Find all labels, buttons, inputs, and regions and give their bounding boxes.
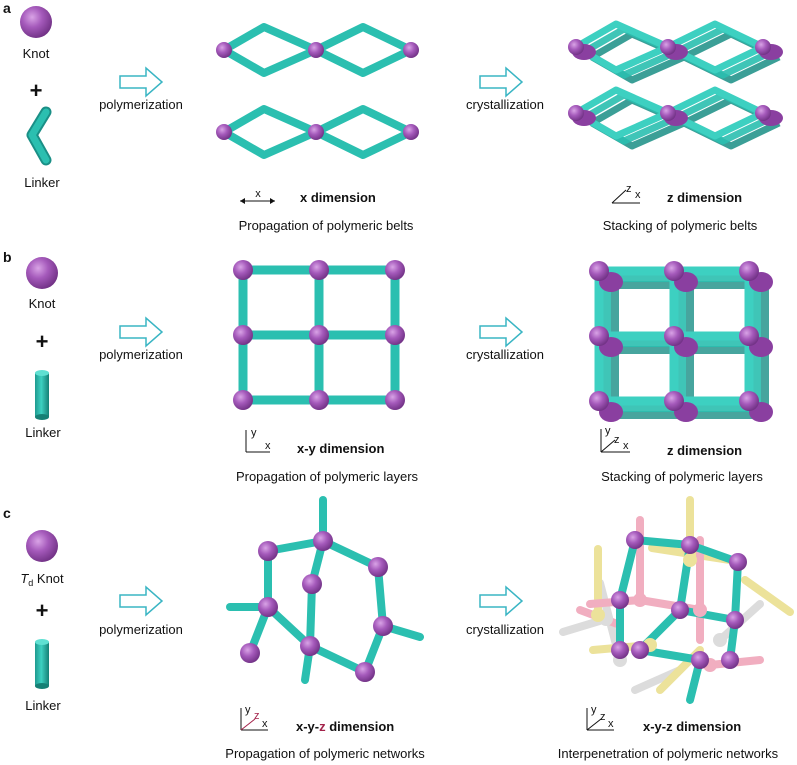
- knot-sphere: [26, 257, 58, 289]
- polymerization-arrow: [119, 585, 164, 617]
- polymeric-network: [226, 496, 424, 684]
- zx-axis-indicator: [611, 189, 640, 204]
- crystallization-arrow: [479, 66, 524, 98]
- right-caption: Stacking of polymeric belts: [603, 218, 758, 233]
- knot-label: Knot: [23, 46, 50, 61]
- linker-label: Linker: [24, 175, 60, 190]
- crystallization-label: crystallization: [466, 622, 544, 637]
- crystallization-label: crystallization: [466, 347, 544, 362]
- z-dimension-label: z dimension: [667, 443, 742, 458]
- crystallization-label: crystallization: [466, 97, 544, 112]
- right-caption: Stacking of polymeric layers: [601, 469, 763, 484]
- axis-x-label: x: [255, 188, 261, 200]
- polymerization-arrow: [119, 316, 164, 348]
- axis-x-label: x: [265, 440, 271, 452]
- knot-sphere: [20, 6, 52, 38]
- axis-z-label: z: [614, 434, 620, 446]
- z-dimension-label: z dimension: [667, 190, 742, 205]
- linker-label: Linker: [25, 425, 61, 440]
- polymerization-label: polymerization: [99, 622, 183, 637]
- linker-label: Linker: [25, 698, 61, 713]
- axis-z-label: z: [626, 183, 632, 195]
- axis-x-label: x: [623, 440, 629, 452]
- polymerization-arrow: [119, 66, 164, 98]
- axis-y-label: y: [591, 704, 597, 716]
- mid-caption: Propagation of polymeric belts: [239, 218, 414, 233]
- xyz-axis-indicator: [586, 708, 614, 731]
- interpenetrated-networks: [559, 496, 794, 704]
- polymeric-belts: [216, 23, 419, 159]
- stacked-belts: [568, 20, 783, 150]
- x-dimension-label: x dimension: [300, 190, 376, 205]
- mid-caption: Propagation of polymeric networks: [225, 746, 425, 761]
- stacked-layers: [589, 261, 773, 422]
- panel-letter-b: b: [3, 249, 12, 265]
- mid-caption: Propagation of polymeric layers: [236, 469, 419, 484]
- axis-x-label: x: [635, 189, 641, 201]
- panel-a: a Knot + Linker polymerization: [3, 0, 783, 233]
- right-caption: Interpenetration of polymeric networks: [558, 746, 779, 761]
- td-knot-sphere: [26, 530, 58, 562]
- straight-linker: [35, 370, 49, 420]
- panel-b: b Knot + Linker polymerization: [3, 249, 773, 484]
- xy-dimension-label: x-y dimension: [297, 441, 384, 456]
- axis-y-label: y: [245, 704, 251, 716]
- panel-c: c Td Knot + Linker polymerization: [3, 496, 794, 761]
- xyz-axis-indicator: [240, 708, 268, 731]
- crystallization-arrow: [479, 316, 524, 348]
- plus-sign: +: [30, 78, 43, 103]
- panel-letter-a: a: [3, 0, 11, 16]
- xyz-dimension-label: x-y-z dimension: [296, 719, 394, 734]
- plus-sign: +: [36, 329, 49, 354]
- knot-label: Knot: [29, 296, 56, 311]
- xyz-axis-indicator: [600, 429, 630, 453]
- axis-z-label: z: [600, 711, 606, 723]
- polymerization-label: polymerization: [99, 97, 183, 112]
- axis-y-label: y: [251, 427, 257, 439]
- polymeric-layer-grid: [233, 260, 405, 410]
- axis-x-label: x: [608, 718, 614, 730]
- td-knot-label: Td Knot: [20, 571, 64, 588]
- xy-axis-indicator: [245, 430, 270, 453]
- bent-linker: [26, 106, 52, 166]
- polymerization-label: polymerization: [99, 347, 183, 362]
- straight-linker: [35, 639, 49, 689]
- xyz-dimension-label: x-y-z dimension: [643, 719, 741, 734]
- x-axis-indicator: [240, 198, 275, 204]
- crystallization-arrow: [479, 585, 524, 617]
- axis-x-label: x: [262, 718, 268, 730]
- axis-y-label: y: [605, 425, 611, 437]
- plus-sign: +: [36, 598, 49, 623]
- panel-letter-c: c: [3, 505, 11, 521]
- axis-z-label: z: [254, 710, 260, 722]
